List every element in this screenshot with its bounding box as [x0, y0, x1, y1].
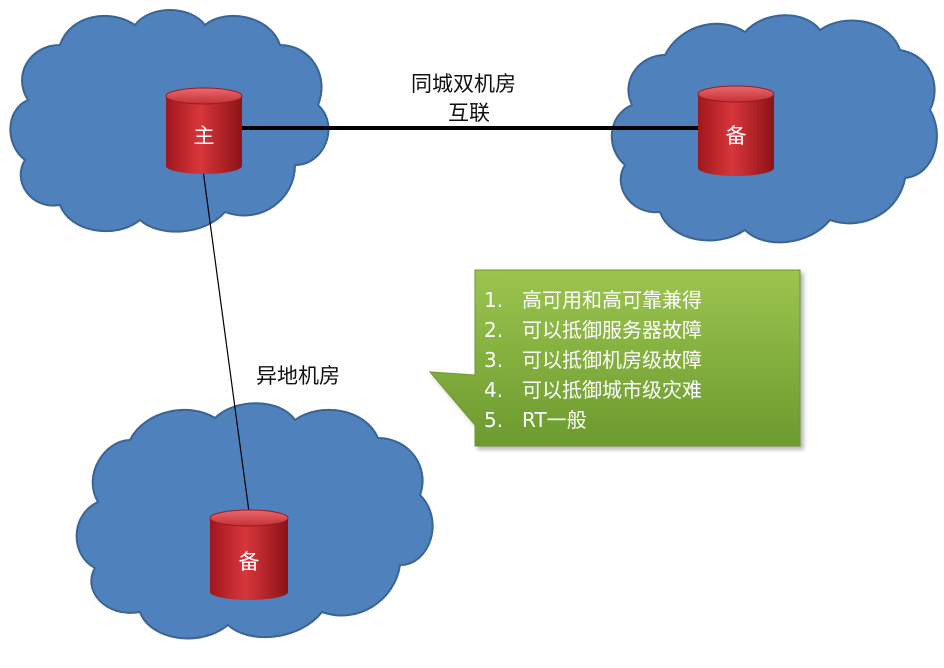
same-city-link-label-line1: 同城双机房	[411, 72, 516, 96]
callout-item-number: 3.	[484, 348, 504, 372]
callout-item: 5. RT一般	[484, 405, 702, 435]
callout-item: 1. 高可用和高可靠兼得	[484, 285, 702, 315]
database-same-city-standby	[697, 85, 775, 176]
database-remote-standby-label: 备	[238, 550, 260, 574]
callout-item-number: 2.	[484, 318, 504, 342]
callout-item: 4. 可以抵御城市级灾难	[484, 375, 702, 405]
callout-item-number: 5.	[484, 408, 504, 432]
callout-list: 1. 高可用和高可靠兼得 2. 可以抵御服务器故障 3. 可以抵御机房级故障 4. 可以…	[484, 285, 702, 435]
remote-link-label: 异地机房	[256, 364, 340, 388]
callout-item-text: 高可用和高可靠兼得	[522, 288, 702, 312]
callout-item-text: 可以抵御服务器故障	[522, 318, 702, 342]
database-primary-label: 主	[193, 124, 215, 148]
callout-item: 2. 可以抵御服务器故障	[484, 315, 702, 345]
callout-item-number: 4.	[484, 378, 504, 402]
database-primary	[165, 87, 243, 174]
callout-item-text: RT一般	[522, 408, 587, 432]
remote-link-line	[202, 169, 250, 513]
callout-item-text: 可以抵御机房级故障	[522, 348, 702, 372]
callout-item-text: 可以抵御城市级灾难	[522, 378, 702, 402]
callout-item: 3. 可以抵御机房级故障	[484, 345, 702, 375]
callout-box	[428, 269, 801, 447]
callout-item-number: 1.	[484, 288, 504, 312]
same-city-link-label-line2: 互联	[448, 101, 490, 125]
database-remote-standby	[209, 509, 289, 600]
database-same-city-standby-label: 备	[725, 124, 747, 148]
cloud-same-city-standby	[610, 14, 938, 244]
